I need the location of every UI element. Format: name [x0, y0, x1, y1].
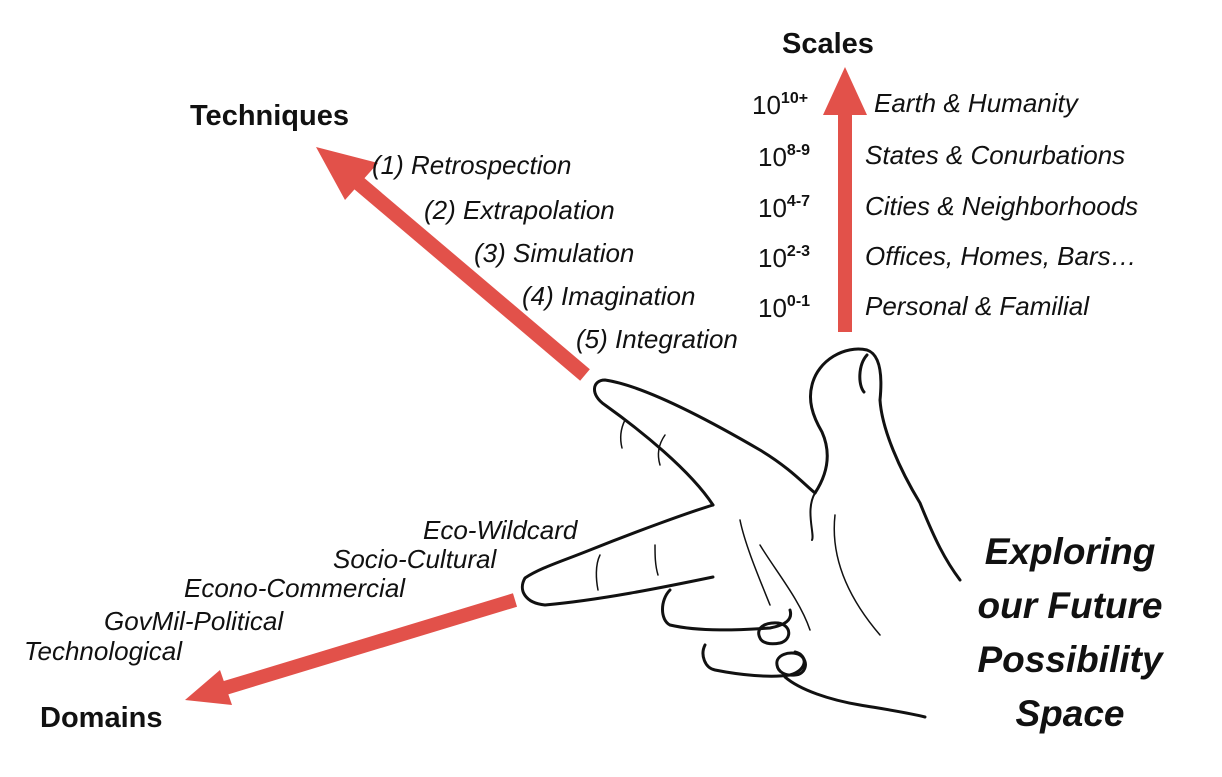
scale-power: 100-1	[758, 293, 810, 324]
domain-item: Technological	[24, 636, 183, 666]
scale-exponent: 0-1	[786, 293, 811, 310]
scale-exponent: 8-9	[786, 142, 811, 159]
scale-base: 10	[758, 243, 787, 273]
technique-item: (3) Simulation	[474, 238, 635, 268]
scale-power: 104-7	[758, 193, 810, 224]
domains-title: Domains	[40, 702, 163, 734]
domain-item: Econo-Commercial	[184, 573, 406, 603]
scale-base: 10	[758, 193, 787, 223]
caption-line: Space	[1015, 693, 1125, 734]
scale-exponent: 10+	[780, 90, 809, 107]
scales-arrow	[823, 67, 867, 332]
caption-line: Exploring	[984, 531, 1156, 572]
domain-item: GovMil-Political	[104, 606, 284, 636]
scale-exponent: 2-3	[786, 243, 811, 260]
scale-base: 10	[758, 293, 787, 323]
technique-item: (2) Extrapolation	[424, 195, 615, 225]
technique-item: (1) Retrospection	[372, 150, 572, 180]
technique-item: (4) Imagination	[522, 281, 696, 311]
scales-title: Scales	[782, 28, 874, 60]
techniques-arrow	[316, 147, 590, 381]
scale-label: Personal & Familial	[865, 291, 1089, 321]
scale-label: Cities & Neighborhoods	[865, 191, 1139, 221]
scale-exponent: 4-7	[786, 193, 811, 210]
scale-label: Offices, Homes, Bars…	[865, 241, 1137, 271]
scale-label: Earth & Humanity	[874, 88, 1078, 118]
caption: Exploring our Future Possibility Space	[940, 525, 1200, 741]
domain-item: Eco-Wildcard	[423, 515, 578, 545]
caption-line: our Future	[977, 585, 1163, 626]
scale-power: 1010+	[752, 90, 808, 121]
techniques-title: Techniques	[190, 100, 349, 132]
hand-illustration	[520, 347, 962, 719]
scale-base: 10	[758, 142, 787, 172]
scale-power: 102-3	[758, 243, 810, 274]
domain-item: Socio-Cultural	[333, 544, 497, 574]
scale-power: 108-9	[758, 142, 810, 173]
technique-item: (5) Integration	[576, 324, 738, 354]
domains-arrow	[185, 593, 518, 705]
caption-line: Possibility	[977, 639, 1163, 680]
scale-label: States & Conurbations	[865, 140, 1126, 170]
scale-base: 10	[752, 90, 781, 120]
